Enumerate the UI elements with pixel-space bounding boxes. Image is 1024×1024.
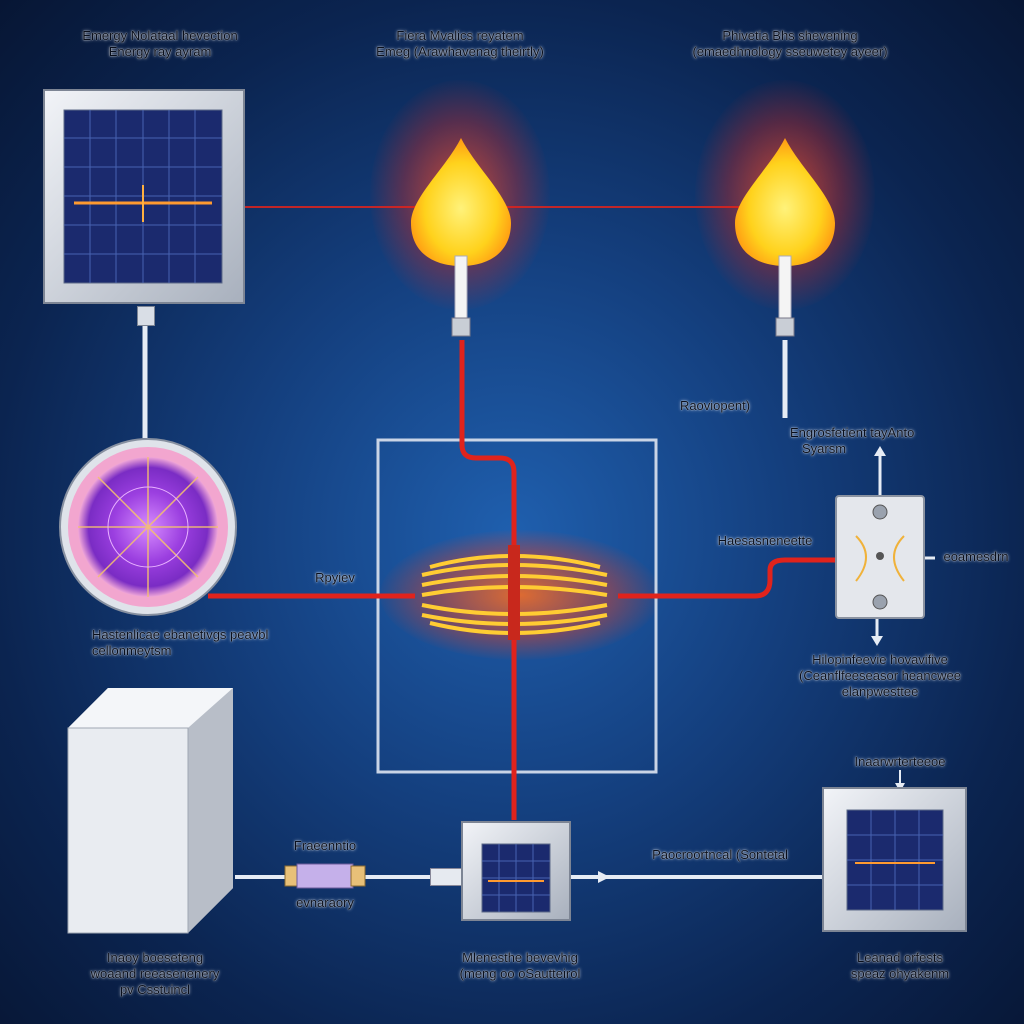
solar-panel-icon [461,821,571,921]
flame-icon [411,138,511,337]
bottom-flow-arrow [598,871,610,883]
label-top-right: Phivetia Bhs shevening(emaedhnology sseu… [692,28,888,59]
storage-cabinet-icon [67,688,233,934]
flame-icon [735,138,835,337]
reactor-disk-icon [59,438,237,616]
flame-to-coil-wire [459,340,517,820]
switch-device-icon [835,495,925,619]
battery-icon [284,863,366,889]
solar-panel-icon [43,89,245,304]
label-panel-arrow: Rpyiev [315,570,355,585]
label-battery-bottom: evnaraory [296,895,354,910]
solar-panel-icon [822,787,967,932]
label-radiovlopent: Raoviopent) [679,398,751,413]
coil-to-device-wire [618,557,838,599]
label-device-right: eoamesdrn [943,549,1009,564]
panel-connector [137,306,155,326]
label-bottom-center: Mlenesthe bevevhig(meng oo oSautteirol [459,950,581,981]
coil-icon [421,545,608,640]
label-device-left: Haesasneneette [717,533,813,548]
label-device-below: Hilopinfeevie hovavifive(Ceanflfeeseasor… [799,652,961,699]
coil-enclosure-frame [376,438,658,774]
bottom-connector [430,868,462,886]
device-down-arrow [871,636,883,646]
device-up-arrow [874,446,886,456]
label-top-box-right: Inaarwrterteeoe [854,754,946,769]
label-mid-arrow: Paocroortncal (Sontetal [652,847,788,862]
label-battery-top: Fraeenntio [293,838,357,853]
